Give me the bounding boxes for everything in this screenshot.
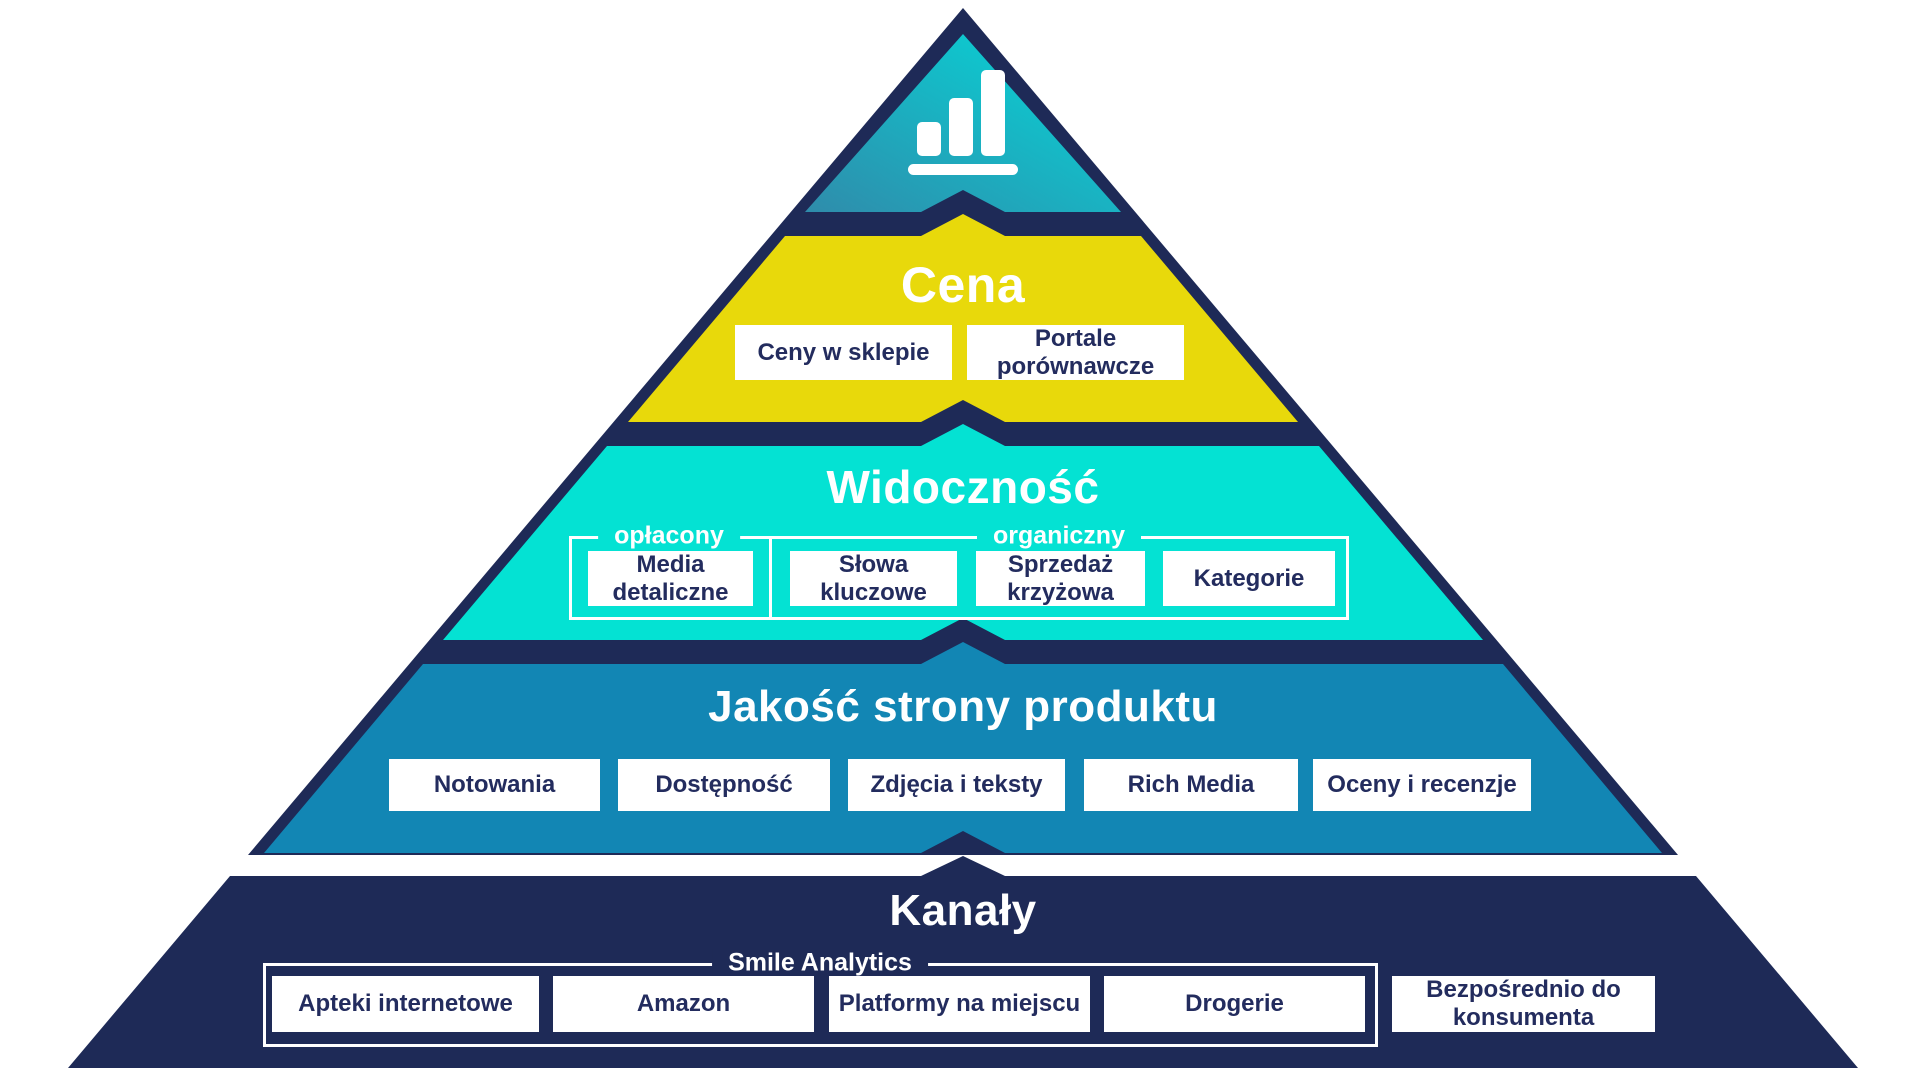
level-title-jakosc: Jakość strony produktu — [708, 682, 1218, 731]
jakosc-item-box: Notowania — [389, 759, 600, 811]
widocznosc-item-box: Kategorie — [1163, 551, 1335, 606]
level-jakosc-shape — [264, 642, 1662, 853]
widocznosc-item-box: Sprzedaż krzyżowa — [976, 551, 1145, 606]
widocznosc-item-box: Media detaliczne — [588, 551, 753, 606]
kanaly-item-box: Drogerie — [1104, 976, 1365, 1032]
jakosc-item-box: Oceny i recenzje — [1313, 759, 1531, 811]
group-divider — [769, 536, 772, 620]
kanaly-item-box: Platformy na miejscu — [829, 976, 1090, 1032]
group-label-oplacony: opłacony — [598, 521, 740, 551]
kanaly-item-box: Amazon — [553, 976, 814, 1032]
kanaly-item-box: Apteki internetowe — [272, 976, 539, 1032]
cena-item-box: Portale porównawcze — [967, 325, 1184, 380]
jakosc-item-box: Zdjęcia i teksty — [848, 759, 1065, 811]
group-label-smile-analytics: Smile Analytics — [712, 948, 928, 978]
jakosc-item-box: Rich Media — [1084, 759, 1298, 811]
bar-chart-icon — [908, 70, 1018, 175]
group-label-organiczny: organiczny — [977, 521, 1141, 551]
kanaly-outside-item-box: Bezpośrednio do konsumenta — [1392, 976, 1655, 1032]
level-cena-shape — [628, 214, 1298, 422]
widocznosc-group-rect — [569, 536, 1349, 620]
widocznosc-item-box: Słowa kluczowe — [790, 551, 957, 606]
level-title-widocznosc: Widoczność — [826, 461, 1100, 513]
level-title-kanaly: Kanały — [889, 886, 1037, 935]
jakosc-item-box: Dostępność — [618, 759, 830, 811]
cena-item-box: Ceny w sklepie — [735, 325, 952, 380]
level-title-cena: Cena — [900, 257, 1026, 313]
